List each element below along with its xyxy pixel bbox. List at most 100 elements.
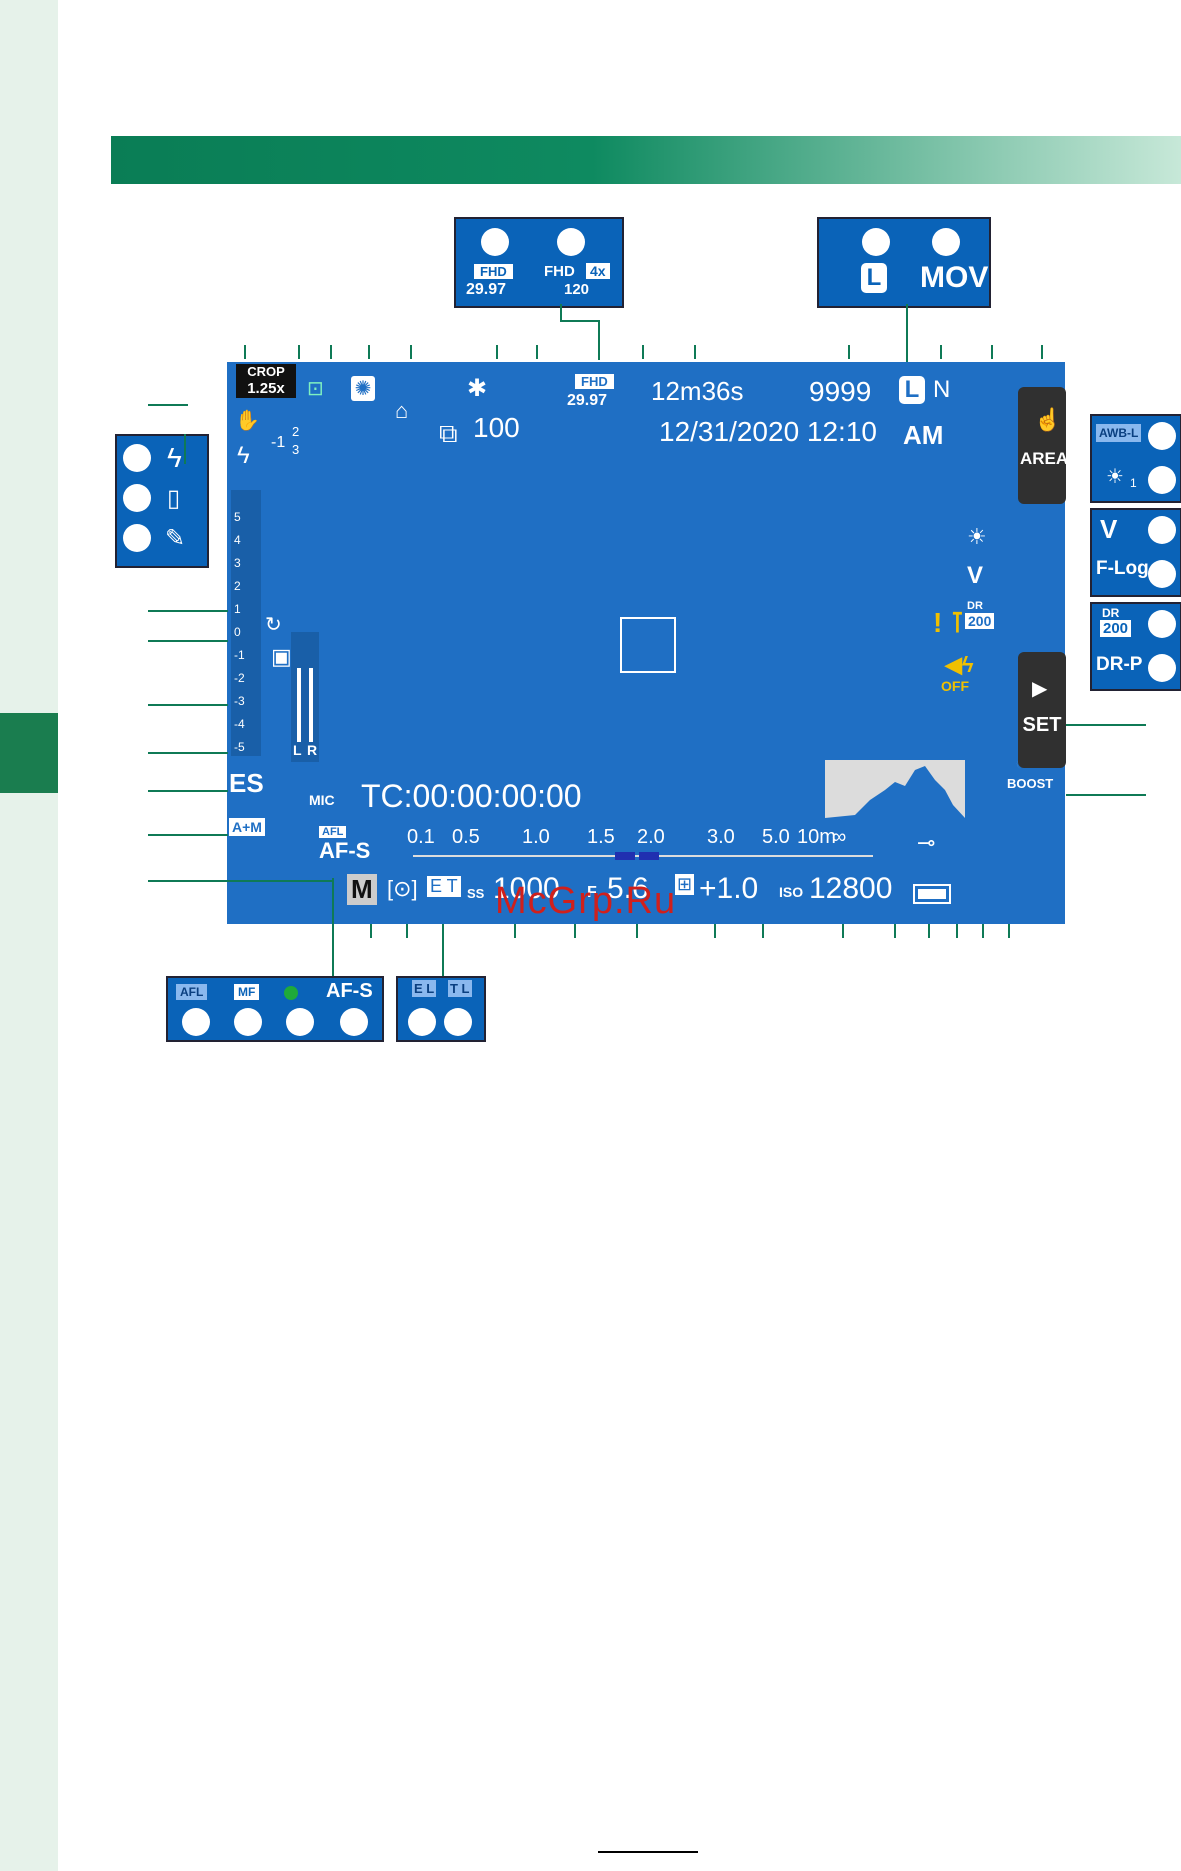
fhd-rate: 29.97 xyxy=(567,392,608,409)
fhd-rate: 29.97 xyxy=(466,281,507,298)
lock-icon: E T xyxy=(427,876,461,897)
shutter-speed: 1000 xyxy=(493,872,560,905)
dr-value: 200 xyxy=(1100,620,1132,637)
film-sim-icon: V xyxy=(1100,514,1118,544)
scale-label: -5 xyxy=(234,740,245,754)
callout-tick xyxy=(894,924,896,938)
exposure-comp: -1 xyxy=(271,434,286,451)
dynamic-range-callout: DR 200 DR-P xyxy=(1090,602,1181,691)
mic-icon: ✎ xyxy=(165,525,186,552)
scale-label: 4 xyxy=(234,533,241,547)
callout-marker xyxy=(340,1008,368,1036)
callout-tick xyxy=(536,345,538,359)
af-mode: AF-S xyxy=(326,980,373,1002)
leader-line xyxy=(560,304,562,320)
electronic-shutter: ES xyxy=(229,768,264,798)
leader-line xyxy=(1066,724,1146,726)
wb-icon: ☀ xyxy=(1106,466,1124,488)
callout-marker xyxy=(1148,560,1176,588)
hs-badge: 4x xyxy=(586,263,610,279)
focus-indicator xyxy=(615,852,635,860)
leader-line xyxy=(148,880,334,882)
scale-label: -2 xyxy=(234,671,245,685)
dr-value: 200 xyxy=(965,613,995,629)
callout-marker xyxy=(1148,466,1176,494)
scale-label: 1 xyxy=(234,602,241,616)
film-simulation-callout: V F-Log xyxy=(1090,508,1181,597)
area-label: AREA xyxy=(1020,449,1069,468)
flog-label: F-Log xyxy=(1096,558,1149,579)
leader-line xyxy=(442,924,444,976)
callout-marker xyxy=(123,444,151,472)
afl-label: AFL xyxy=(319,826,347,838)
callout-tick xyxy=(956,924,958,938)
leader-line xyxy=(148,704,228,706)
stabilizer-icon: ✋ xyxy=(235,410,260,432)
callout-tick xyxy=(842,924,844,938)
callout-tick xyxy=(406,924,408,938)
focus-frame xyxy=(620,617,676,673)
touch-icon: ☝ xyxy=(1034,407,1062,432)
self-timer-icon: ↻ xyxy=(265,614,282,636)
scale-label: -4 xyxy=(234,717,245,731)
bluetooth-icon: ✱ xyxy=(467,375,488,402)
callout-tick xyxy=(940,345,942,359)
callout-tick xyxy=(694,345,696,359)
flash-mode-callout: ϟ ▯ ✎ xyxy=(115,434,209,568)
distance-label: 1.0 xyxy=(522,826,550,848)
callout-marker xyxy=(444,1008,472,1036)
exposure-comp-value: +1.0 xyxy=(699,872,759,905)
fhd-label: FHD xyxy=(474,264,513,279)
callout-tick xyxy=(514,924,516,938)
level-left: L xyxy=(293,742,302,758)
exposure-comp-icon: ⊞ xyxy=(675,874,695,895)
leader-line xyxy=(148,834,228,836)
leader-line xyxy=(148,790,228,792)
fhd-label: FHD xyxy=(544,263,575,280)
movie-settings-button[interactable]: ▶ SET xyxy=(1018,652,1066,768)
iso-label: ISO xyxy=(779,884,804,900)
callout-tick xyxy=(1008,924,1010,938)
am-pm: AM xyxy=(903,420,944,450)
scale-label: 0 xyxy=(234,625,241,639)
temperature-warning-icon: ! ⊺ xyxy=(933,607,965,638)
distance-label: 0.1 xyxy=(407,826,435,848)
crop-value: 1.25x xyxy=(236,380,296,398)
leader-line xyxy=(1066,794,1146,796)
flash-icon: ϟ xyxy=(167,442,182,473)
crop-label: CROP xyxy=(236,364,296,380)
dr-label: DR xyxy=(967,600,983,612)
callout-marker xyxy=(1148,422,1176,450)
location-icon: ⌂ xyxy=(395,398,409,423)
transfer-icon: ⧉ xyxy=(439,418,458,448)
leader-line xyxy=(332,878,334,976)
fhd-rate: 120 xyxy=(564,281,590,298)
callout-marker xyxy=(182,1008,210,1036)
leader-line xyxy=(148,404,188,406)
frame-counter: 100 xyxy=(473,412,520,443)
white-balance-icon: ☀ xyxy=(967,524,987,549)
set-label: SET xyxy=(1022,714,1062,736)
exposure-frac-den: 3 xyxy=(292,442,300,457)
leader-line xyxy=(148,752,228,754)
white-balance-callout: AWB-L ☀ 1 xyxy=(1090,414,1181,503)
callout-marker xyxy=(234,1008,262,1036)
scale-label: 5 xyxy=(234,510,241,524)
callout-tick xyxy=(928,924,930,938)
distance-label: ∞ xyxy=(832,826,847,848)
section-tab xyxy=(0,713,58,793)
area-button[interactable]: ☝ AREA xyxy=(1018,387,1069,504)
fhd-label: FHD xyxy=(575,374,614,389)
scale-label: 2 xyxy=(234,579,241,593)
callout-tick xyxy=(848,345,850,359)
shots-remaining: 9999 xyxy=(809,376,872,407)
scale-label: 3 xyxy=(234,556,241,570)
callout-marker xyxy=(123,484,151,512)
callout-tick xyxy=(636,924,638,938)
callout-marker xyxy=(1148,610,1176,638)
af-mf-label: A+M xyxy=(229,818,265,836)
callout-marker xyxy=(1148,654,1176,682)
callout-tick xyxy=(574,924,576,938)
histogram xyxy=(825,760,965,818)
